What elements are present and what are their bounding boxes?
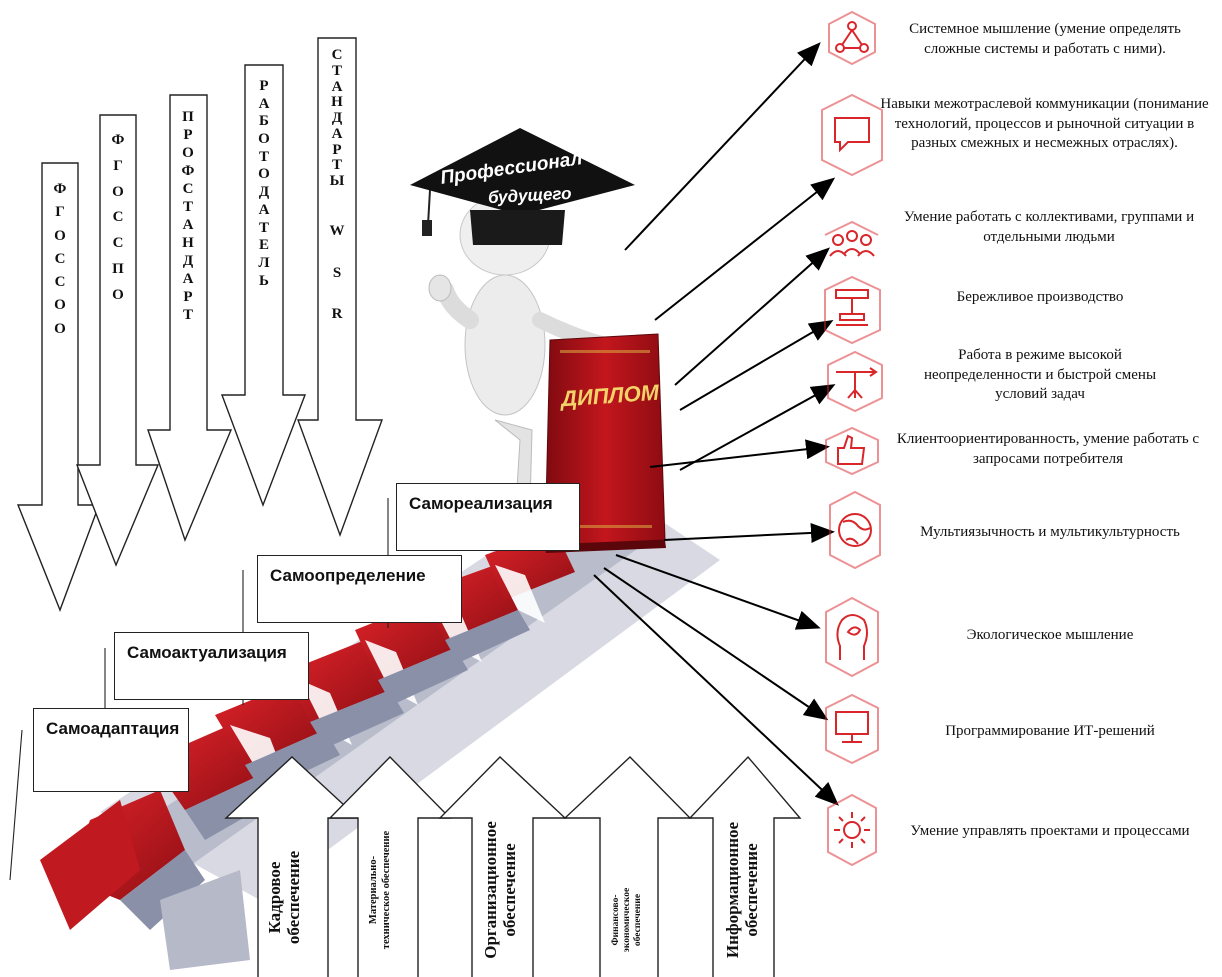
down-arrows (16, 37, 384, 612)
weathervane-icon (827, 350, 883, 413)
down-arrow-profstandart (147, 94, 233, 542)
skill-lean-production: Бережливое производство (956, 289, 1124, 305)
gear-icon (827, 793, 877, 867)
up-arrow-inform (688, 755, 802, 977)
stage-samoaktualizatsiya: Самоактуализация (114, 632, 309, 700)
down-arrow-rabotodatel (220, 64, 307, 507)
up-arrow-organiz (438, 756, 567, 977)
speech-bubble-icon (821, 93, 883, 177)
stage-samoopredelenie: Самоопределение (257, 555, 462, 623)
skill-it-programming: Программирование ИТ-решений (945, 723, 1155, 739)
up-arrow-finans (563, 756, 692, 977)
skill-arrows (593, 42, 839, 806)
down-arrow-standarty-wsr (296, 37, 384, 538)
team-icon (824, 220, 879, 257)
stage-samorealizatsiya: Самореализация (396, 483, 580, 551)
support-material-label: Материально-техническое обеспечение (368, 830, 392, 950)
up-arrows (224, 755, 802, 977)
down-arrow-fgos-oo (16, 162, 101, 612)
skill-uncertainty: Работа в режиме высокой неопределенности… (923, 347, 1157, 402)
globe-icon (829, 490, 881, 570)
network-triangle-icon (828, 10, 876, 66)
skill-project-management: Умение управлять проектами и процессами (910, 823, 1190, 839)
down-arrow-fgos-spo (75, 114, 160, 567)
skill-icons (821, 10, 883, 867)
skill-client-orientation: Клиентоориентированность, умение работат… (896, 431, 1200, 467)
skill-cross-industry-communication: Навыки межотраслевой коммуникации (поним… (880, 96, 1209, 151)
monitor-icon (825, 693, 879, 765)
skill-systems-thinking: Системное мышление (умение определять сл… (909, 21, 1181, 57)
up-arrow-kadrovoe (224, 756, 360, 977)
skill-ecological-thinking: Экологическое мышление (966, 627, 1134, 643)
eco-head-icon (825, 596, 879, 678)
skill-teamwork: Умение работать с коллективами, группами… (903, 209, 1195, 245)
stage-samoadaptatsiya: Самоадаптация (33, 708, 189, 792)
up-arrow-material (328, 756, 452, 977)
skill-multilingual: Мультиязычность и мультикультурность (920, 524, 1180, 540)
thumbs-up-icon (825, 426, 879, 476)
press-machine-icon (824, 275, 881, 345)
